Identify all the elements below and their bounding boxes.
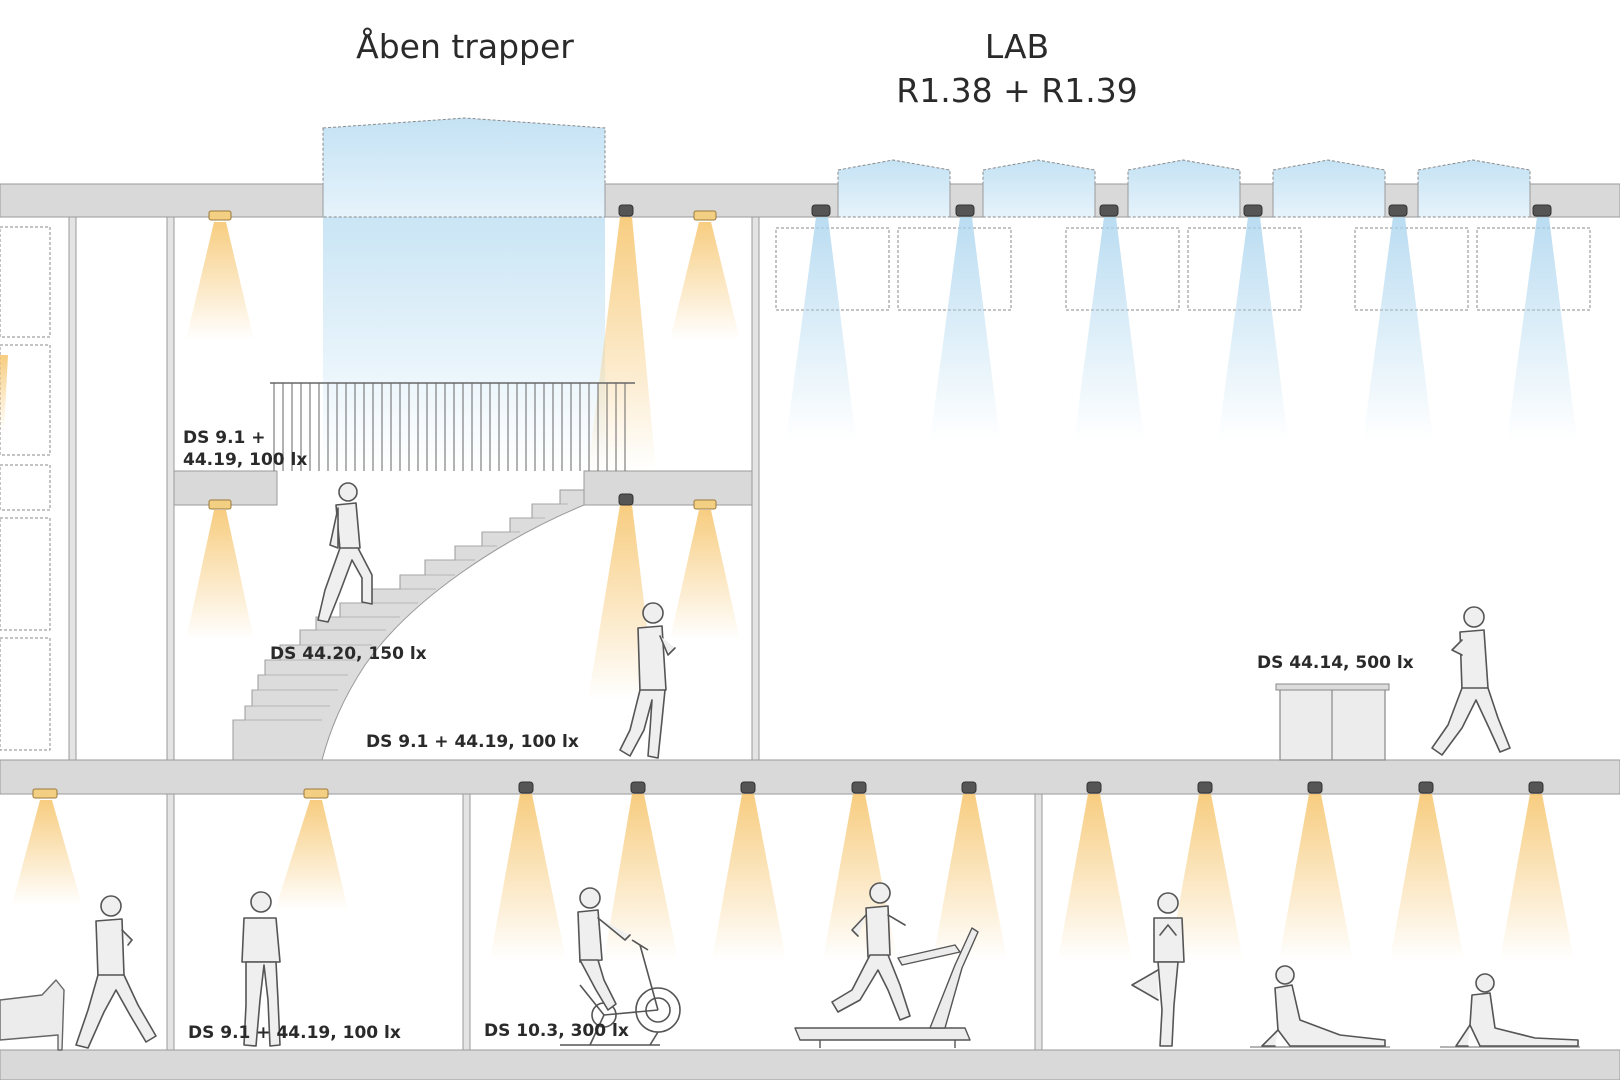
walls xyxy=(68,216,1043,1051)
gym-lux-label: DS 10.3, 300 lx xyxy=(484,1021,629,1041)
upper-landing-label-line1: DS 9.1 + xyxy=(183,428,266,448)
staircase xyxy=(232,489,585,761)
lab-room-numbers: R1.38 + R1.39 xyxy=(896,71,1137,110)
person-cycling xyxy=(577,887,631,1011)
stairs-lux-label: DS 44.20, 150 lx xyxy=(270,644,427,664)
stair-skylight xyxy=(322,117,606,472)
lab-title: LAB xyxy=(985,27,1049,66)
lab-lux-label: DS 44.14, 500 lx xyxy=(1257,653,1414,673)
person-walking-corridor xyxy=(75,895,157,1049)
person-using-phone xyxy=(619,602,676,759)
lab-bench xyxy=(1275,683,1390,761)
upper-landing-label-line2: 44.19, 100 lx xyxy=(183,450,307,470)
person-climbing-stairs xyxy=(317,482,373,623)
storage-cabinets xyxy=(0,226,51,751)
floor-slabs xyxy=(0,183,1620,1080)
person-running xyxy=(831,882,911,1021)
exercise-bike xyxy=(560,939,681,1046)
stair-hall-lux-label: DS 9.1 + 44.19, 100 lx xyxy=(366,732,579,752)
corridor-lux-label: DS 9.1 + 44.19, 100 lx xyxy=(188,1023,401,1043)
downlights xyxy=(518,204,1552,794)
person-yoga-tree-pose xyxy=(1131,892,1185,1047)
treadmill xyxy=(794,927,979,1048)
lounge-chair xyxy=(0,979,65,1051)
warm-light-beams xyxy=(0,217,1574,960)
person-yoga-upward-dog xyxy=(1455,973,1579,1047)
person-yoga-cobra-pose xyxy=(1261,965,1386,1047)
flat-ceiling-lights xyxy=(32,210,717,799)
lab-ceiling-panels xyxy=(775,227,1591,311)
stair-railing xyxy=(270,382,635,471)
person-in-lab xyxy=(1431,606,1511,756)
stairs-title: Åben trapper xyxy=(356,26,574,66)
person-standing xyxy=(241,891,281,1047)
cool-light-beams xyxy=(786,217,1577,440)
lab-skylights xyxy=(837,159,1531,218)
